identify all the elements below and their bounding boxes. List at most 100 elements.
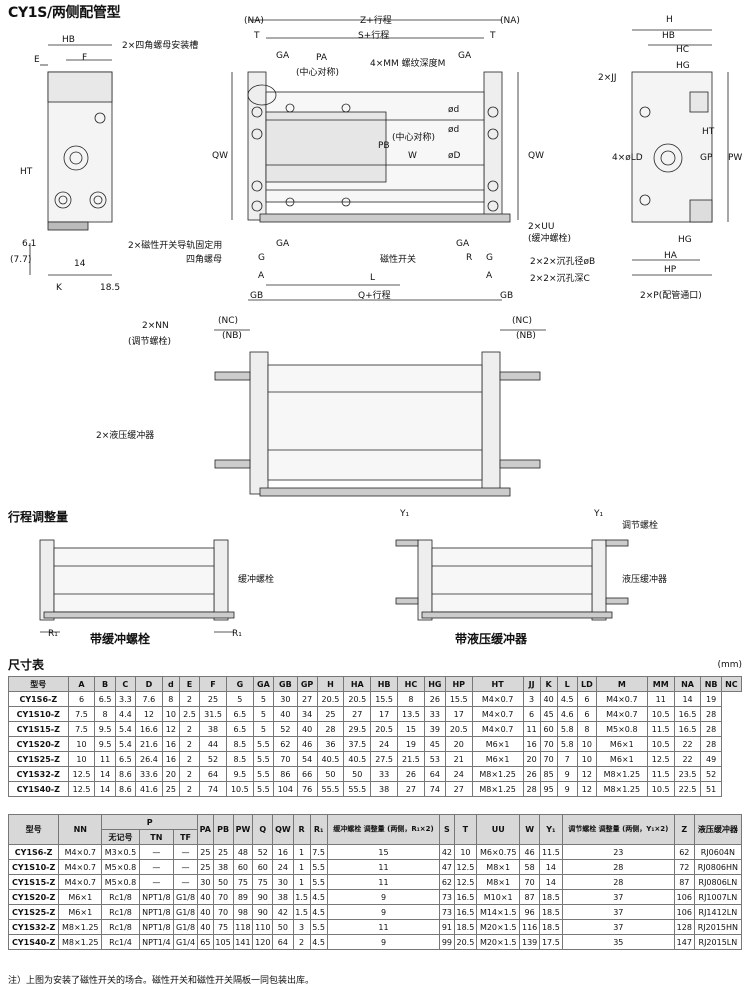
table-cell: 50 — [343, 766, 372, 782]
table-cell: 54 — [296, 751, 318, 767]
table-cell: 26 — [397, 766, 425, 782]
top-view-label: 2×2×沉孔深C — [530, 273, 590, 284]
table-cell: 19 — [700, 691, 722, 707]
table-cell: 14 — [539, 859, 563, 875]
table-cell: 11.5 — [539, 844, 563, 860]
stroke-section-label: R₁ — [232, 629, 242, 639]
top-view-label: (中心对称) — [392, 131, 435, 143]
table-cell: 27 — [444, 781, 473, 797]
table-cell: 40 — [296, 721, 318, 737]
table-cell: 66 — [296, 766, 318, 782]
table-cell: 7.5 — [309, 844, 328, 860]
table-cell: 2 — [178, 766, 201, 782]
column-header: HT — [471, 676, 524, 692]
table-cell: 7.5 — [67, 706, 96, 722]
table-cell: 70 — [519, 874, 541, 890]
table-cell: 116 — [519, 919, 541, 935]
table-cell: 27.5 — [370, 751, 399, 767]
table-cell: 16.6 — [135, 721, 163, 737]
table-cell: 11 — [326, 919, 441, 935]
column-header: UU — [476, 814, 521, 845]
table-cell: — — [173, 859, 199, 875]
top-view-label: GA — [276, 51, 290, 61]
table-cell: 5 — [252, 706, 275, 722]
side-view — [29, 44, 113, 276]
table-cell: 16 — [272, 844, 294, 860]
top-view-label: A — [486, 271, 493, 281]
column-header: F — [199, 676, 227, 692]
model-cell: CY1S32-Z — [7, 919, 60, 935]
column-header: NN — [58, 814, 103, 845]
top-view-label: GB — [500, 291, 513, 301]
top-view-label: 2×UU — [528, 222, 554, 232]
table-cell: 6 — [576, 706, 597, 722]
table-cell: 96 — [519, 904, 541, 920]
column-header: A — [67, 676, 96, 692]
table-cell: 12 — [576, 766, 597, 782]
table-cell: 85 — [539, 766, 558, 782]
column-header: GP — [296, 676, 318, 692]
table-cell: 3.3 — [114, 691, 137, 707]
table-cell: 30 — [197, 874, 214, 890]
table-cell: 46 — [296, 736, 318, 752]
column-header: NB — [700, 676, 722, 692]
table-cell: 60 — [232, 859, 254, 875]
table-cell: 23.5 — [673, 766, 702, 782]
table-cell: 8.6 — [114, 781, 137, 797]
column-header: NA — [673, 676, 702, 692]
column-header: PA — [197, 814, 214, 845]
stroke-view-left — [39, 539, 235, 633]
model-cell: CY1S10-Z — [7, 859, 60, 875]
table-cell: 33 — [423, 706, 446, 722]
table-cell: M6×1 — [58, 904, 103, 920]
table-cell: 147 — [673, 934, 695, 950]
table-cell: 11 — [94, 751, 116, 767]
table-cell: 1 — [292, 874, 311, 890]
table-cell: 5 — [252, 721, 275, 737]
column-header: PW — [232, 814, 254, 845]
table-cell: 62 — [673, 844, 695, 860]
table-cell: G1/8 — [173, 919, 199, 935]
table-cell: 40 — [197, 904, 214, 920]
page-title: CY1S/两侧配管型 — [8, 5, 121, 21]
table-cell: 10 — [576, 736, 597, 752]
end-view-label: 4×øLD — [612, 153, 643, 163]
side-view-label: 6.1 — [22, 239, 36, 249]
table-cell: 65 — [197, 934, 214, 950]
table-cell: 28 — [700, 706, 722, 722]
table-cell: RJ1412LN — [693, 904, 743, 920]
table-unit: (mm) — [717, 660, 742, 670]
table-cell: NPT1/8 — [138, 889, 175, 905]
table-cell: M8×1.25 — [595, 766, 648, 782]
table-cell: 11.5 — [646, 721, 675, 737]
top-view-label: 2×磁性开关导轨固定用 — [128, 239, 222, 251]
table-cell: 15 — [326, 844, 441, 860]
table-cell: 38 — [212, 859, 234, 875]
table-cell: 6 — [67, 691, 96, 707]
table-cell: Rc1/8 — [101, 919, 140, 935]
end-view-label: HG — [678, 235, 692, 245]
top-view-label: G — [258, 253, 265, 263]
model-cell: CY1S25-Z — [8, 751, 69, 767]
table-cell: 19 — [397, 736, 425, 752]
table-cell: 4.5 — [556, 691, 578, 707]
table-cell: 5 — [252, 691, 275, 707]
column-header: MM — [646, 676, 675, 692]
table-cell: 36 — [316, 736, 345, 752]
top-view-label: ød — [448, 125, 459, 135]
table-cell: 16.5 — [673, 721, 702, 737]
table-cell: 70 — [539, 751, 558, 767]
top-view-label: øD — [448, 151, 461, 161]
adjust-view-label: 2×液压缓冲器 — [96, 429, 154, 441]
table-cell: RJ0806LN — [693, 874, 743, 890]
table-cell: 76 — [296, 781, 318, 797]
table-cell: 58 — [519, 859, 541, 875]
table-cell: 9 — [556, 766, 578, 782]
